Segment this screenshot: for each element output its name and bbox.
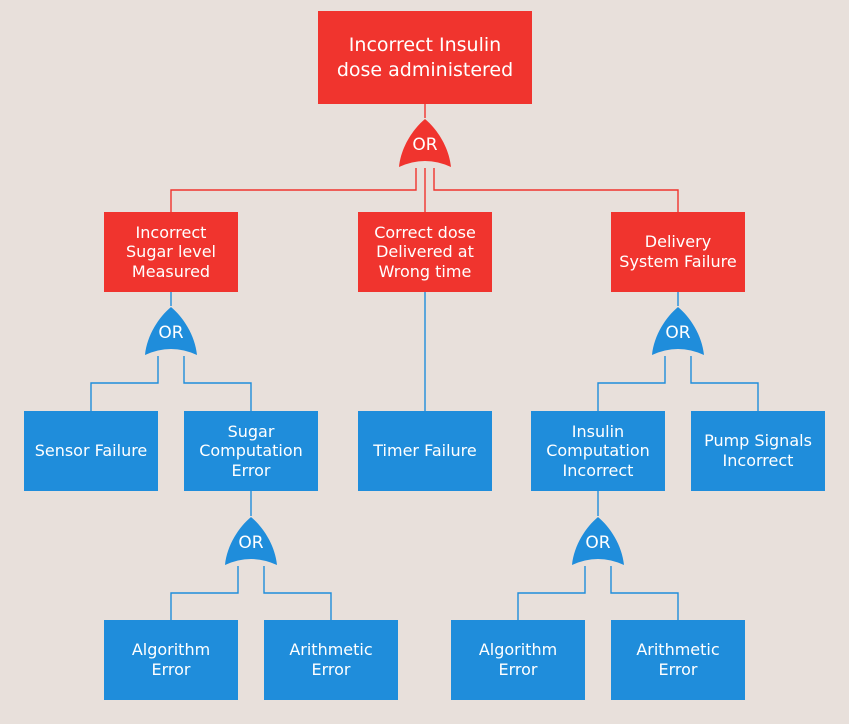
- wire-gate-to-insulin-computation: [597, 356, 666, 411]
- event-pump-signals-incorrect[interactable]: Pump Signals Incorrect: [691, 411, 825, 491]
- or-gate-label: OR: [158, 323, 184, 343]
- or-gate-label: OR: [665, 323, 691, 343]
- event-arithmetic-error-left[interactable]: Arithmetic Error: [264, 620, 398, 700]
- event-arithmetic-error-right[interactable]: Arithmetic Error: [611, 620, 745, 700]
- wire-gate-to-algorithm-right: [517, 566, 586, 620]
- event-sugar-computation-error[interactable]: Sugar Computation Error: [184, 411, 318, 491]
- or-gate-shape-icon: [652, 307, 704, 355]
- event-algorithm-error-left[interactable]: Algorithm Error: [104, 620, 238, 700]
- wire-gate-to-delivery: [433, 168, 679, 212]
- event-algorithm-error-right[interactable]: Algorithm Error: [451, 620, 585, 700]
- wire-gate-to-algorithm-left: [170, 566, 239, 620]
- event-insulin-computation-incorrect[interactable]: Insulin Computation Incorrect: [531, 411, 665, 491]
- wire-gate-to-sensor: [90, 356, 159, 411]
- or-gate-label: OR: [238, 533, 264, 553]
- or-gate-sugar-computation[interactable]: OR: [223, 515, 279, 567]
- wire-gate-to-pump-signals: [690, 356, 759, 411]
- event-incorrect-sugar-level[interactable]: Incorrect Sugar level Measured: [104, 212, 238, 292]
- event-timer-failure[interactable]: Timer Failure: [358, 411, 492, 491]
- or-gate-shape-icon: [572, 517, 624, 565]
- wire-gate-to-arithmetic-right: [610, 566, 679, 620]
- wire-gate-to-sugar-computation: [183, 356, 252, 411]
- or-gate-shape-icon: [399, 119, 451, 167]
- wire-gate-to-sugar-level: [170, 168, 417, 212]
- event-delivery-system-failure[interactable]: Delivery System Failure: [611, 212, 745, 292]
- or-gate-sugar-level[interactable]: OR: [143, 305, 199, 357]
- or-gate-insulin-computation[interactable]: OR: [570, 515, 626, 567]
- event-sensor-failure[interactable]: Sensor Failure: [24, 411, 158, 491]
- or-gate-label: OR: [412, 135, 438, 155]
- or-gate-shape-icon: [145, 307, 197, 355]
- or-gate-delivery[interactable]: OR: [650, 305, 706, 357]
- event-correct-dose-wrong-time[interactable]: Correct dose Delivered at Wrong time: [358, 212, 492, 292]
- wire-gate-to-arithmetic-left: [263, 566, 332, 620]
- or-gate-shape-icon: [225, 517, 277, 565]
- or-gate-label: OR: [585, 533, 611, 553]
- top-event-incorrect-insulin-dose[interactable]: Incorrect Insulin dose administered: [318, 11, 532, 104]
- or-gate-top[interactable]: OR: [397, 117, 453, 169]
